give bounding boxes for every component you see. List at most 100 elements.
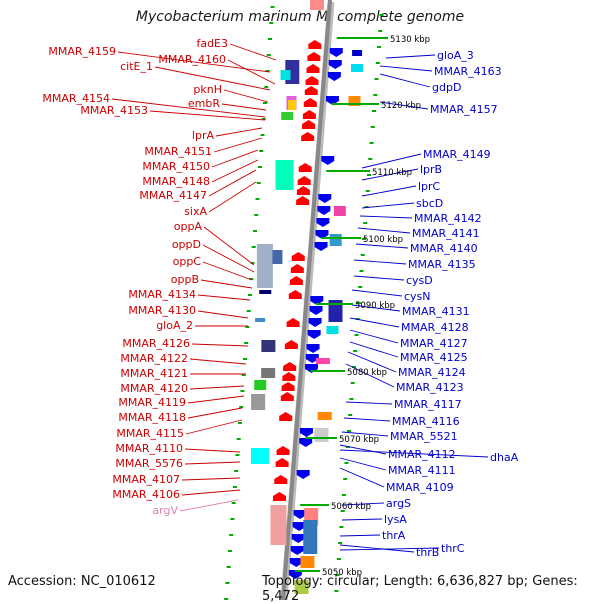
- gene-label-MMAR_4107[interactable]: MMAR_4107: [112, 473, 180, 486]
- gene-label-embR[interactable]: embR: [188, 97, 220, 110]
- gene-label-lprC[interactable]: lprC: [418, 180, 441, 193]
- ring-tick: [374, 78, 379, 80]
- gene-label-MMAR_4142[interactable]: MMAR_4142: [414, 212, 482, 225]
- gene-label-lysA[interactable]: lysA: [384, 513, 407, 526]
- gene-feature: [310, 0, 324, 10]
- gene-label-MMAR_4135[interactable]: MMAR_4135: [408, 258, 476, 271]
- gene-label-MMAR_4159[interactable]: MMAR_4159: [48, 45, 116, 58]
- label-leader: [202, 261, 253, 281]
- gene-label-MMAR_4110[interactable]: MMAR_4110: [115, 442, 183, 455]
- gene-label-MMAR_5521[interactable]: MMAR_5521: [390, 430, 458, 443]
- gene-label-MMAR_4154[interactable]: MMAR_4154: [42, 92, 110, 105]
- label-leader: [211, 149, 259, 168]
- kbp-marker: 5080 kbp: [310, 368, 387, 378]
- gene-label-MMAR_4112[interactable]: MMAR_4112: [388, 448, 456, 461]
- ring-tick: [244, 342, 249, 344]
- gene-label-MMAR_4130[interactable]: MMAR_4130: [128, 304, 196, 317]
- label-leader: [339, 449, 489, 458]
- gene-label-MMAR_4106[interactable]: MMAR_4106: [112, 488, 180, 501]
- gene-label-oppA[interactable]: oppA: [174, 220, 203, 233]
- gene-label-MMAR_4119[interactable]: MMAR_4119: [118, 396, 186, 409]
- gene-label-MMAR_4116[interactable]: MMAR_4116: [392, 415, 460, 428]
- label-leader: [181, 489, 241, 496]
- ring-tick: [368, 158, 373, 160]
- gene-label-gloA_3[interactable]: gloA_3: [437, 49, 474, 62]
- gene-arrow: [290, 264, 304, 273]
- label-leader: [149, 110, 266, 121]
- accession: Accession: NC_010612: [8, 574, 156, 589]
- gene-label-cysN[interactable]: cysN: [404, 290, 431, 303]
- gene-label-MMAR_5576[interactable]: MMAR_5576: [115, 457, 183, 470]
- gene-label-oppC[interactable]: oppC: [173, 255, 202, 268]
- ring-tick: [250, 262, 255, 264]
- gene-label-MMAR_4128[interactable]: MMAR_4128: [401, 321, 469, 334]
- gene-label-citE_1[interactable]: citE_1: [120, 60, 153, 73]
- gene-arrow: [289, 276, 303, 285]
- gene-label-MMAR_4148[interactable]: MMAR_4148: [142, 175, 210, 188]
- gene-label-MMAR_4122[interactable]: MMAR_4122: [120, 352, 188, 365]
- gene-label-dhaA[interactable]: dhaA: [490, 451, 519, 464]
- kbp-label: 5110 kbp: [372, 168, 412, 178]
- gene-label-MMAR_4126[interactable]: MMAR_4126: [122, 337, 190, 350]
- label-leader: [184, 448, 241, 453]
- gene-label-MMAR_4150[interactable]: MMAR_4150: [142, 160, 210, 173]
- gene-label-gdpD[interactable]: gdpD: [432, 81, 461, 94]
- gene-label-MMAR_4149[interactable]: MMAR_4149: [423, 148, 491, 161]
- gene-label-thrA[interactable]: thrA: [382, 529, 406, 542]
- gene-label-gloA_2[interactable]: gloA_2: [156, 319, 193, 332]
- gene-label-thrB[interactable]: thrB: [416, 546, 439, 559]
- kbp-label: 5060 kbp: [331, 502, 371, 512]
- gene-label-MMAR_4131[interactable]: MMAR_4131: [402, 305, 470, 318]
- gene-label-lprA[interactable]: lprA: [192, 129, 215, 142]
- label-leader: [339, 547, 440, 551]
- gene-label-oppB[interactable]: oppB: [171, 273, 199, 286]
- gene-label-MMAR_4163[interactable]: MMAR_4163: [434, 65, 502, 78]
- gene-label-MMAR_4118[interactable]: MMAR_4118: [118, 411, 186, 424]
- gene-label-MMAR_4115[interactable]: MMAR_4115: [116, 427, 184, 440]
- gene-label-argS[interactable]: argS: [386, 497, 411, 510]
- ring-tick: [341, 494, 346, 496]
- gene-label-MMAR_4157[interactable]: MMAR_4157: [430, 103, 498, 116]
- gene-label-MMAR_4109[interactable]: MMAR_4109: [386, 481, 454, 494]
- gene-arrow: [318, 194, 332, 203]
- label-leader: [185, 419, 243, 435]
- label-leader: [341, 502, 385, 506]
- gene-label-cysD[interactable]: cysD: [406, 274, 433, 287]
- label-leader: [339, 467, 385, 488]
- gene-label-oppD[interactable]: oppD: [172, 238, 201, 251]
- gene-arrow: [297, 176, 311, 185]
- gene-label-MMAR_4147[interactable]: MMAR_4147: [139, 189, 207, 202]
- gene-label-MMAR_4140[interactable]: MMAR_4140: [410, 242, 478, 255]
- gene-arrow: [281, 382, 295, 391]
- gene-label-MMAR_4141[interactable]: MMAR_4141: [412, 227, 480, 240]
- gene-feature: [314, 428, 329, 442]
- gene-label-MMAR_4123[interactable]: MMAR_4123: [396, 381, 464, 394]
- gene-label-MMAR_4121[interactable]: MMAR_4121: [120, 367, 188, 380]
- gene-label-MMAR_4125[interactable]: MMAR_4125: [400, 351, 468, 364]
- gene-label-MMAR_4127[interactable]: MMAR_4127: [400, 337, 468, 350]
- gene-label-MMAR_4124[interactable]: MMAR_4124: [398, 366, 466, 379]
- gene-label-sixA[interactable]: sixA: [184, 205, 207, 218]
- ring-tick: [356, 302, 361, 304]
- gene-label-MMAR_4134[interactable]: MMAR_4134: [128, 288, 196, 301]
- label-leader: [357, 227, 411, 234]
- gene-arrow: [290, 546, 304, 555]
- gene-arrow: [315, 230, 329, 239]
- gene-label-MMAR_4117[interactable]: MMAR_4117: [394, 398, 462, 411]
- gene-label-argV[interactable]: argV: [152, 504, 178, 517]
- gene-label-sbcD[interactable]: sbcD: [416, 197, 443, 210]
- label-leader: [111, 98, 266, 118]
- gene-label-lprB[interactable]: lprB: [420, 163, 442, 176]
- gene-label-pknH[interactable]: pknH: [193, 83, 222, 96]
- ring-tick: [227, 550, 232, 552]
- gene-label-MMAR_4151[interactable]: MMAR_4151: [144, 145, 212, 158]
- gene-feature: [251, 394, 266, 410]
- gene-label-MMAR_4153[interactable]: MMAR_4153: [80, 104, 148, 117]
- gene-label-fadE3[interactable]: fadE3: [196, 37, 228, 50]
- gene-label-MMAR_4111[interactable]: MMAR_4111: [388, 464, 456, 477]
- gene-label-MMAR_4120[interactable]: MMAR_4120: [120, 382, 188, 395]
- kbp-marker: 5130 kbp: [336, 35, 430, 45]
- gene-label-MMAR_4160[interactable]: MMAR_4160: [158, 53, 226, 66]
- gene-label-thrC[interactable]: thrC: [441, 542, 465, 555]
- gene-feature: [254, 380, 267, 390]
